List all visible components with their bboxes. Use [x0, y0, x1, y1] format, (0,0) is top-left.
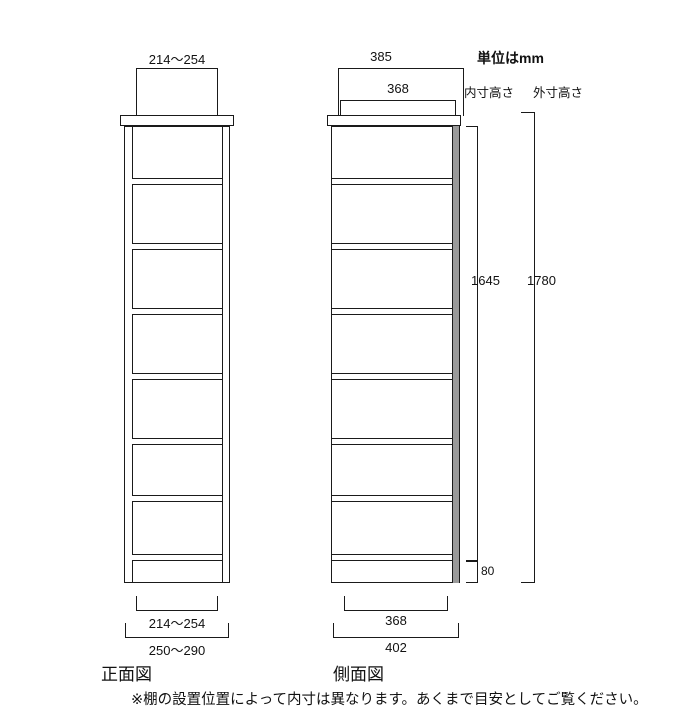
front-shelf-4: [132, 373, 222, 380]
front-shelf-2: [132, 243, 222, 250]
side-shelf-1: [332, 178, 452, 185]
front-right-side-wall-inner: [222, 126, 223, 583]
front-shelf-3: [132, 308, 222, 315]
bottom-compartment-height-bracket: [466, 561, 478, 583]
front-shelf-7: [132, 554, 222, 561]
side-back-panel: [452, 126, 460, 583]
side-shelf-5: [332, 438, 452, 445]
front-left-side-wall-inner: [132, 126, 133, 583]
side-shelf-7: [332, 554, 452, 561]
inner-height-bracket: [466, 126, 478, 561]
side-bottom-outer-depth-label: 402: [385, 640, 407, 655]
units-note-label: 単位はmm: [477, 50, 544, 66]
footnote-text: ※棚の設置位置によって内寸は異なります。あくまで目安としてご覧ください。: [131, 692, 648, 708]
front-shelf-5: [132, 438, 222, 445]
front-bottom-inner-width-label: 214〜254: [148, 616, 206, 631]
front-carcass: [124, 126, 230, 583]
side-bottom-outer-depth-bracket: [333, 623, 459, 638]
outer-height-value: 1780: [527, 273, 556, 288]
side-shelf-6: [332, 495, 452, 502]
side-shelf-4: [332, 373, 452, 380]
side-top-outer-depth-bracket: [338, 68, 464, 116]
inner-height-value: 1645: [471, 273, 500, 288]
outer-height-label: 外寸高さ: [533, 86, 584, 100]
side-view-caption: 側面図: [333, 665, 384, 684]
bottom-compartment-height-value: 80: [481, 564, 495, 578]
side-shelf-2: [332, 243, 452, 250]
front-top-width-label: 214〜254: [148, 52, 206, 67]
side-carcass: [331, 126, 460, 583]
front-top-board: [120, 115, 234, 126]
front-view-caption: 正面図: [101, 665, 152, 684]
side-top-outer-depth-label: 385: [370, 49, 392, 64]
outer-height-bracket: [521, 112, 535, 583]
front-shelf-6: [132, 495, 222, 502]
front-shelf-1: [132, 178, 222, 185]
inner-height-label: 内寸高さ: [464, 86, 515, 100]
front-top-width-bracket: [136, 68, 218, 116]
front-bottom-outer-width-label: 250〜290: [148, 643, 206, 658]
front-bottom-inner-width-bracket: [136, 596, 218, 611]
side-shelf-3: [332, 308, 452, 315]
side-bottom-inner-depth-label: 368: [385, 613, 407, 628]
side-top-inner-depth-bracket: [340, 100, 456, 116]
side-top-inner-depth-label: 368: [387, 81, 409, 96]
side-bottom-inner-depth-bracket: [344, 596, 448, 611]
side-top-board: [327, 115, 461, 126]
front-bottom-outer-width-bracket: [125, 623, 229, 638]
